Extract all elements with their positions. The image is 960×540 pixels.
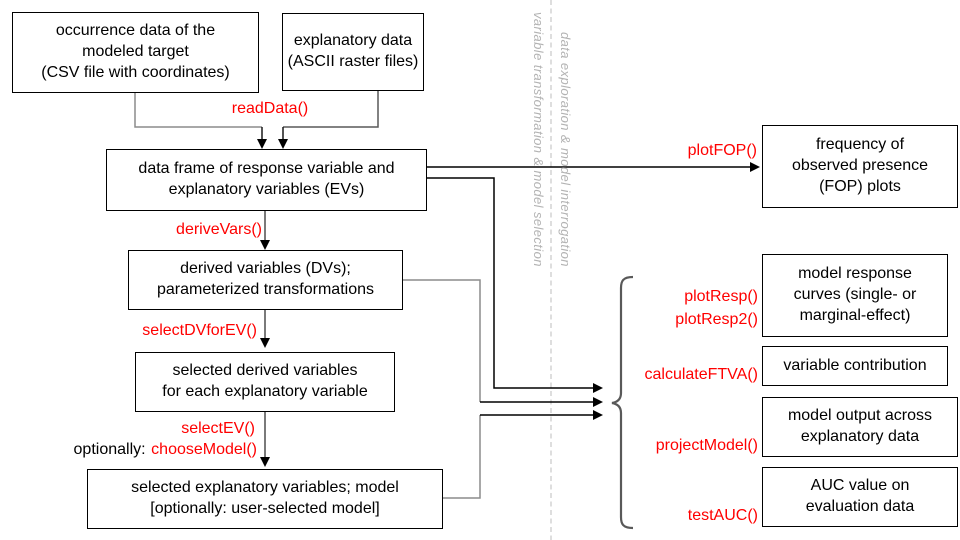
box-selected-derived-variables: selected derived variables for each expl…: [135, 352, 395, 412]
box-variable-contribution: variable contribution: [762, 346, 948, 386]
box-response-curves: model response curves (single- or margin…: [762, 254, 948, 337]
fn-choosemodel-line: optionally: chooseModel(): [74, 440, 257, 460]
arrow-explanatory-to-dataframe-line: [283, 91, 379, 128]
fn-choosemodel: chooseModel(): [151, 441, 257, 458]
fn-plotresp: plotResp(): [684, 288, 758, 305]
output-functions-brace: [611, 275, 634, 530]
fn-selectdvforev: selectDVforEV(): [142, 322, 257, 339]
arrowhead-model-to-brace: [593, 410, 603, 420]
arrowhead-derived-to-brace: [593, 397, 603, 407]
arrow-dataframe-to-brace-line: [427, 177, 594, 389]
arrow-model-to-brace-elbow: [443, 415, 481, 499]
arrowhead-selectev: [260, 457, 270, 467]
arrowhead-occurrence: [257, 139, 267, 149]
box-fop-plots: frequency of observed presence (FOP) plo…: [762, 125, 958, 208]
arrow-derived-to-brace-elbow: [403, 279, 481, 402]
box-derived-variables: derived variables (DVs); parameterized t…: [128, 250, 403, 310]
arrowhead-plotfop: [750, 162, 760, 172]
arrowhead-selectdvforev: [260, 338, 270, 348]
fn-plotfop: plotFOP(): [687, 142, 757, 159]
optionally-prefix: optionally:: [73, 441, 146, 458]
arrowhead-explanatory: [278, 139, 288, 149]
arrowhead-dataframe-to-brace: [593, 383, 603, 393]
box-data-frame: data frame of response variable and expl…: [106, 149, 427, 211]
arrow-occurrence-to-dataframe-line: [134, 93, 262, 128]
fn-testauc: testAUC(): [687, 507, 758, 524]
box-model-output: model output across explanatory data: [762, 397, 958, 457]
fn-readdata: readData(): [231, 100, 309, 117]
fn-calculateftva: calculateFTVA(): [644, 366, 758, 383]
fn-projectmodel: projectModel(): [655, 437, 758, 454]
fn-plotresp2: plotResp2(): [675, 311, 758, 328]
fn-selectev: selectEV(): [181, 420, 255, 437]
fn-derivevars: deriveVars(): [176, 221, 262, 238]
box-occurrence-data: occurrence data of the modeled target (C…: [12, 12, 259, 93]
box-selected-explanatory-variables: selected explanatory variables; model [o…: [87, 469, 443, 529]
arrowhead-derivevars: [260, 240, 270, 250]
phase-label-right: data exploration & model interrogation: [558, 32, 573, 267]
box-auc-value: AUC value on evaluation data: [762, 467, 958, 527]
phase-label-left: variable transformation & model selectio…: [531, 12, 546, 267]
box-explanatory-data: explanatory data (ASCII raster files): [282, 13, 424, 91]
